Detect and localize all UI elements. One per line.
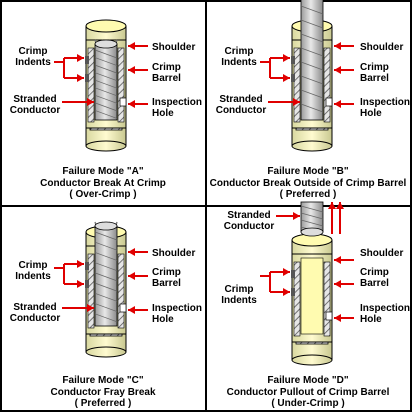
- panel-d-inspection-hole: [325, 311, 333, 321]
- panel-d-caption: Failure Mode "D" Conductor Pullout of Cr…: [208, 375, 408, 410]
- panel-c-inspection-arrow: [128, 306, 148, 314]
- panel-d-terminal: [291, 201, 344, 366]
- panel-b-terminal: [291, 0, 333, 152]
- panel-d-crimp-indents-label: Crimp Indents: [221, 284, 257, 306]
- panel-a-stranded-conductor-label: Stranded Conductor: [9, 94, 61, 116]
- panel-a-conductor-arrow: [62, 98, 94, 106]
- panel-d-inspection-arrow: [334, 314, 354, 322]
- panel-c-crimp-indents-label: Crimp Indents: [15, 260, 51, 282]
- panel-d-crimp-indent-marks: [291, 270, 295, 296]
- panel-a-shoulder-arrow: [128, 42, 148, 50]
- panel-b-indents-arrows: [260, 54, 290, 82]
- panel-c-conductor-arrow: [62, 304, 94, 312]
- panel-a-shoulder-label: Shoulder: [152, 42, 196, 53]
- panel-c-caption-title: Failure Mode "C": [62, 375, 144, 386]
- panel-b-inspection-arrow: [334, 100, 354, 108]
- panel-b-crimp-barrel-label: Crimp Barrel: [360, 62, 389, 84]
- panel-a-shoulder: [85, 19, 127, 41]
- panel-c-indents-arrows: [54, 260, 84, 288]
- panel-c-barrel-arrow: [128, 272, 148, 280]
- panel-c-terminal: [85, 221, 127, 358]
- panel-d-shoulder-label: Shoulder: [360, 248, 404, 259]
- panel-c-inspection-hole-label: Inspection Hole: [152, 303, 203, 325]
- panel-d-pull-arrow-2: [336, 202, 344, 234]
- panel-d-inspection-hole-label: Inspection Hole: [360, 303, 411, 325]
- panel-b-conductor-arrow: [268, 98, 300, 106]
- panel-a-callouts: [54, 42, 148, 108]
- panel-d-callouts: [260, 212, 354, 322]
- panel-b-shoulder-label: Shoulder: [360, 42, 404, 53]
- panel-b-caption-title: Failure Mode "B": [267, 166, 349, 177]
- panel-c-crimp-barrel-label: Crimp Barrel: [152, 267, 181, 289]
- panel-c-shoulder-arrow: [128, 248, 148, 256]
- panel-d-shoulder-arrow: [334, 256, 354, 264]
- panel-d-conductor-arrow: [276, 212, 300, 220]
- panel-b-stranded-conductor: [300, 0, 324, 121]
- panel-c-shoulder-label: Shoulder: [152, 248, 196, 259]
- panel-d-caption-title: Failure Mode "D": [267, 375, 349, 386]
- panel-b-inspection-hole-label: Inspection Hole: [360, 97, 411, 119]
- panel-a-caption-desc: Conductor Break At Crimp: [40, 177, 166, 189]
- panel-a-caption-note: ( Over-Crimp ): [69, 189, 137, 200]
- panel-c-caption-desc: Conductor Fray Break: [50, 386, 156, 398]
- panel-a-inspection-hole: [119, 97, 127, 107]
- panel-c-caption-note: ( Preferred ): [74, 398, 132, 409]
- panel-b-barrel-arrow: [334, 66, 354, 74]
- panel-b-caption-note: ( Preferred ): [279, 189, 337, 200]
- panel-b-callouts: [260, 42, 354, 108]
- panel-c-stranded-conductor-label: Stranded Conductor: [9, 302, 61, 324]
- panel-c-stranded-conductor: [94, 221, 118, 327]
- panel-a-caption: Failure Mode "A" Conductor Break At Crim…: [3, 166, 203, 201]
- panel-a-crimp-indents-label: Crimp Indents: [15, 46, 51, 68]
- panel-d-indents-arrows: [260, 268, 290, 296]
- panel-a-barrel-arrow: [128, 66, 148, 74]
- panel-d-crimp-barrel-label: Crimp Barrel: [360, 267, 389, 289]
- panel-d-barrel-arrow: [334, 280, 354, 288]
- panel-c-crimp-indent-marks: [85, 262, 89, 288]
- panel-d-stranded-conductor-label: Stranded Conductor: [223, 210, 275, 232]
- panel-c-inspection-hole: [119, 303, 127, 313]
- panel-a-crimp-barrel-label: Crimp Barrel: [152, 62, 181, 84]
- panel-b-shoulder-arrow: [334, 42, 354, 50]
- panel-a-inspection-hole-label: Inspection Hole: [152, 97, 203, 119]
- panel-b-crimp-indent-marks: [291, 56, 295, 82]
- panel-a-stranded-conductor: [94, 39, 118, 121]
- panel-b-inspection-hole: [325, 97, 333, 107]
- panel-d-pull-arrow-1: [328, 202, 336, 234]
- panel-b-caption-desc: Conductor Break Outside of Crimp Barrel: [209, 177, 407, 189]
- panel-a-inspection-arrow: [128, 100, 148, 108]
- panel-a-crimp-indent-marks: [85, 56, 89, 82]
- panel-a-indents-arrows: [54, 54, 84, 82]
- panel-d-caption-desc: Conductor Pullout of Crimp Barrel: [226, 386, 390, 398]
- panel-a-terminal: [85, 19, 127, 152]
- panel-d-stranded-conductor: [300, 201, 324, 237]
- panel-c-caption: Failure Mode "C" Conductor Fray Break ( …: [3, 375, 203, 410]
- panel-b-caption: Failure Mode "B" Conductor Break Outside…: [208, 166, 408, 201]
- panel-c-callouts: [54, 248, 148, 314]
- panel-b-stranded-conductor-label: Stranded Conductor: [215, 94, 267, 116]
- panel-d-caption-note: ( Under-Crimp ): [271, 398, 345, 409]
- panel-a-caption-title: Failure Mode "A": [62, 166, 144, 177]
- panel-b-crimp-indents-label: Crimp Indents: [221, 46, 257, 68]
- panel-d-shoulder: [291, 233, 333, 255]
